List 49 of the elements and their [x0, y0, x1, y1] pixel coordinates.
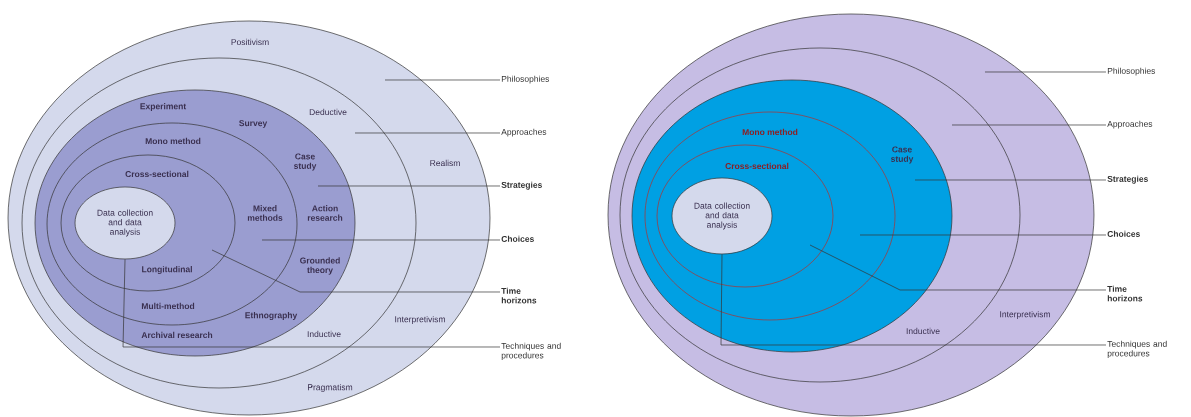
leader-line	[261, 239, 501, 241]
layer-label: Action research	[307, 205, 343, 221]
layer-label: Inductive	[307, 330, 341, 338]
layer-label: Mixed methods	[247, 205, 283, 221]
layer-name: Philosophies	[1107, 67, 1156, 76]
layer-name: Techniques and procedures	[501, 342, 561, 361]
layer-label: Archival research	[141, 331, 213, 339]
layer-label: Mono method	[742, 128, 798, 136]
leader-line	[914, 179, 1107, 181]
layer-label: Data collection and data analysis	[97, 209, 153, 237]
leader-line	[984, 71, 1107, 73]
layer-name: Techniques and procedures	[1107, 340, 1167, 359]
layer-name: Choices	[501, 235, 534, 242]
layer-label: Data collection and data analysis	[694, 202, 750, 230]
leader-line	[211, 249, 501, 293]
layer-label: Interpretivism	[395, 316, 445, 324]
leader-line	[951, 124, 1107, 126]
layer-name: Strategies	[1107, 175, 1148, 184]
layer-label: Longitudinal	[142, 266, 192, 274]
layer-label: Survey	[239, 120, 268, 128]
layer-label: Case study	[890, 146, 914, 164]
leader-line	[384, 79, 501, 81]
leader-line	[317, 185, 501, 187]
layer-label: Pragmatism	[308, 384, 353, 392]
layer-label: Cross-sectional	[125, 170, 189, 178]
leader-line	[122, 259, 501, 348]
layer-name: Choices	[1107, 230, 1140, 237]
layer-name: Approaches	[501, 128, 547, 137]
layer-label: Multi-method	[141, 302, 195, 310]
leader-line	[859, 234, 1107, 236]
layer-name: Strategies	[501, 181, 542, 190]
layer-label: Ethnography	[245, 312, 298, 320]
layer-label: Mono method	[145, 137, 201, 145]
leader-line	[809, 244, 1107, 291]
layer-name: Approaches	[1107, 120, 1153, 129]
layer-label: Inductive	[906, 327, 940, 335]
layer-name: Philosophies	[501, 75, 550, 84]
layer-label: Interpretivism	[1000, 311, 1050, 319]
layer-label: Cross-sectional	[725, 162, 789, 170]
layer-label: Deductive	[309, 108, 347, 116]
layer-label: Experiment	[140, 103, 187, 111]
layer-label: Positivism	[231, 38, 269, 46]
layer-name: Time horizons	[501, 287, 537, 304]
layer-label: Case study	[294, 153, 317, 171]
layer-label: Grounded theory	[300, 257, 340, 275]
leader-line	[720, 254, 1107, 346]
layer-name: Time horizons	[1107, 285, 1143, 302]
layer-label: Realism	[430, 159, 460, 167]
leader-line	[354, 132, 501, 134]
